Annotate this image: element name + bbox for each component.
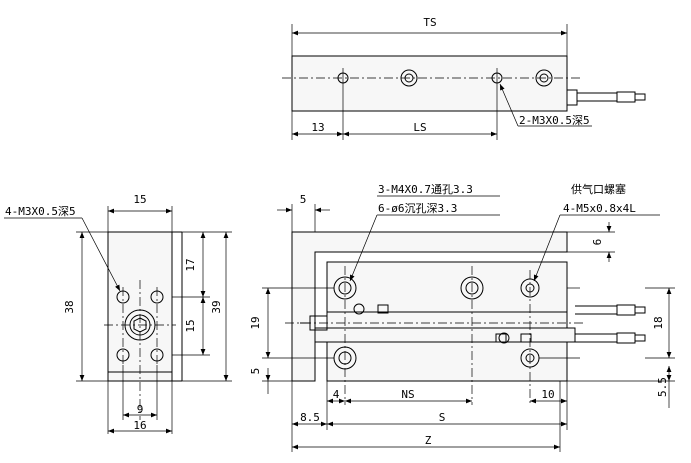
sensor-screw <box>498 332 510 344</box>
front-rail-lower <box>314 327 576 343</box>
dim-ls: LS <box>413 121 426 134</box>
top-view-body <box>291 55 568 112</box>
front-body-lower <box>326 341 568 382</box>
dim-8-5: 8.5 <box>300 411 320 424</box>
sensor-body <box>520 333 532 343</box>
front-note-supply-spec: 4-M5x0.8x4L <box>563 202 636 215</box>
top-counterbore-outer <box>535 69 553 87</box>
top-counterbore-outer <box>400 69 418 87</box>
dim-19: 19 <box>249 316 262 329</box>
top-view: TS 13 LS 2-M3X0.5深5 <box>282 16 646 140</box>
dim-18: 18 <box>652 316 665 329</box>
side-thread-note: 4-M3X0.5深5 <box>5 205 76 218</box>
dim-5-plate: 5 <box>300 193 307 206</box>
dim-15-side: 15 <box>184 319 197 332</box>
dim-z: Z <box>425 434 432 447</box>
dim-13: 13 <box>311 121 324 134</box>
side-view-body <box>107 231 173 382</box>
front-view: 5 6 19 5 18 5.5 4 NS <box>249 182 675 452</box>
dim-5-left: 5 <box>249 368 262 375</box>
dim-15-top: 15 <box>133 193 146 206</box>
dim-16: 16 <box>133 419 146 432</box>
front-rail <box>326 311 568 329</box>
side-view: 15 38 17 15 39 9 16 4-M3X0.5深5 <box>4 193 232 434</box>
front-body-upper <box>326 261 568 313</box>
dim-17: 17 <box>184 258 197 271</box>
sensor-plug-lower <box>616 332 636 344</box>
dim-ns: NS <box>401 388 414 401</box>
dim-9: 9 <box>137 403 144 416</box>
front-counterbore <box>460 276 484 300</box>
front-note-supply-label: 供气口螺塞 <box>571 182 626 196</box>
dim-10: 10 <box>541 388 554 401</box>
sensor-screw <box>353 303 365 315</box>
front-note-counterbore: 6-ø6沉孔深3.3 <box>378 202 457 215</box>
top-counterbore-inner <box>539 73 549 83</box>
sensor-body <box>377 304 389 314</box>
dim-4: 4 <box>333 388 340 401</box>
dim-5-5: 5.5 <box>656 377 669 397</box>
dim-s: S <box>439 411 446 424</box>
top-thread-note: 2-M3X0.5深5 <box>519 114 590 127</box>
top-sensor-plug <box>616 91 636 103</box>
dim-6: 6 <box>591 239 604 246</box>
front-note-through-hole: 3-M4X0.7通孔3.3 <box>378 183 473 196</box>
sensor-plug-upper <box>616 304 636 316</box>
top-port-fitting <box>566 89 578 106</box>
top-counterbore-inner <box>404 73 414 83</box>
dim-39: 39 <box>210 300 223 313</box>
dim-38: 38 <box>63 300 76 313</box>
dim-ts: TS <box>423 16 436 29</box>
